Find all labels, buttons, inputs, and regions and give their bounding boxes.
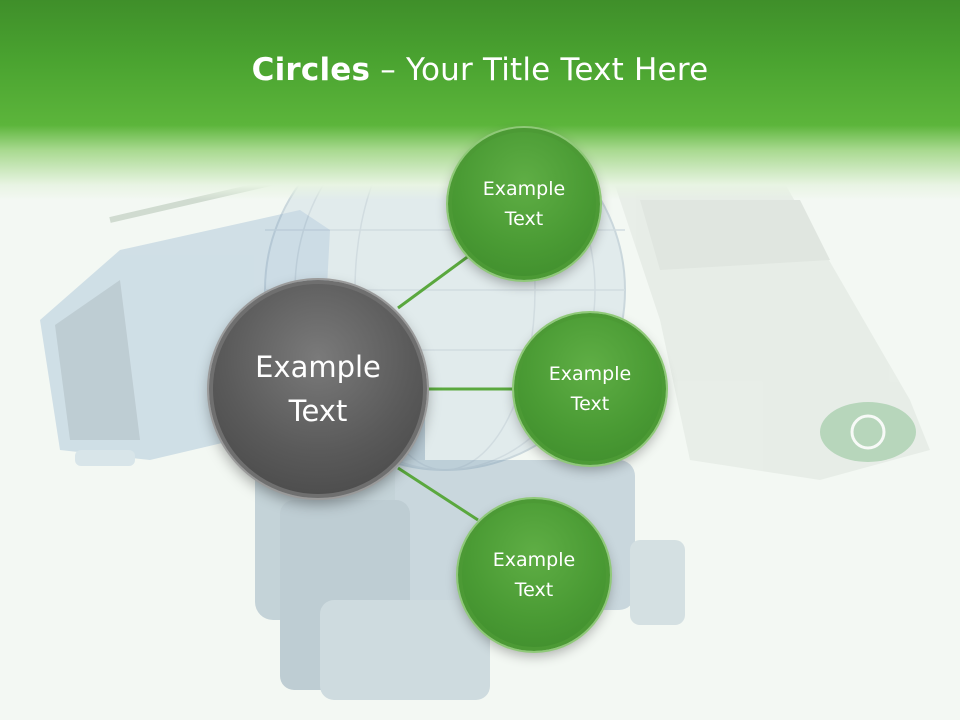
main-circle-line1: Example	[255, 350, 381, 384]
middle-circle-line1: Example	[548, 363, 632, 385]
middle-circle[interactable]: Example Text	[514, 313, 666, 465]
title-bold-part: Circles	[251, 52, 371, 88]
bottom-circle-line1: Example	[492, 549, 576, 571]
bottom-circle-line2: Text	[514, 579, 554, 601]
middle-circle-line2: Text	[570, 393, 610, 415]
connector-top	[397, 253, 471, 310]
title-regular-part: – Your Title Text Here	[370, 52, 709, 88]
travel-background-image	[40, 120, 930, 700]
ship-illustration	[600, 140, 930, 480]
top-circle[interactable]: Example Text	[448, 128, 600, 280]
slide-title: Circles – Your Title Text Here	[0, 52, 960, 88]
main-circle-line2: Text	[288, 394, 348, 428]
connector-bottom	[397, 466, 479, 522]
top-circle-line2: Text	[504, 208, 544, 230]
main-circle[interactable]: Example Text	[209, 280, 427, 498]
top-circle-line1: Example	[482, 178, 566, 200]
bottom-circle[interactable]: Example Text	[458, 499, 610, 651]
